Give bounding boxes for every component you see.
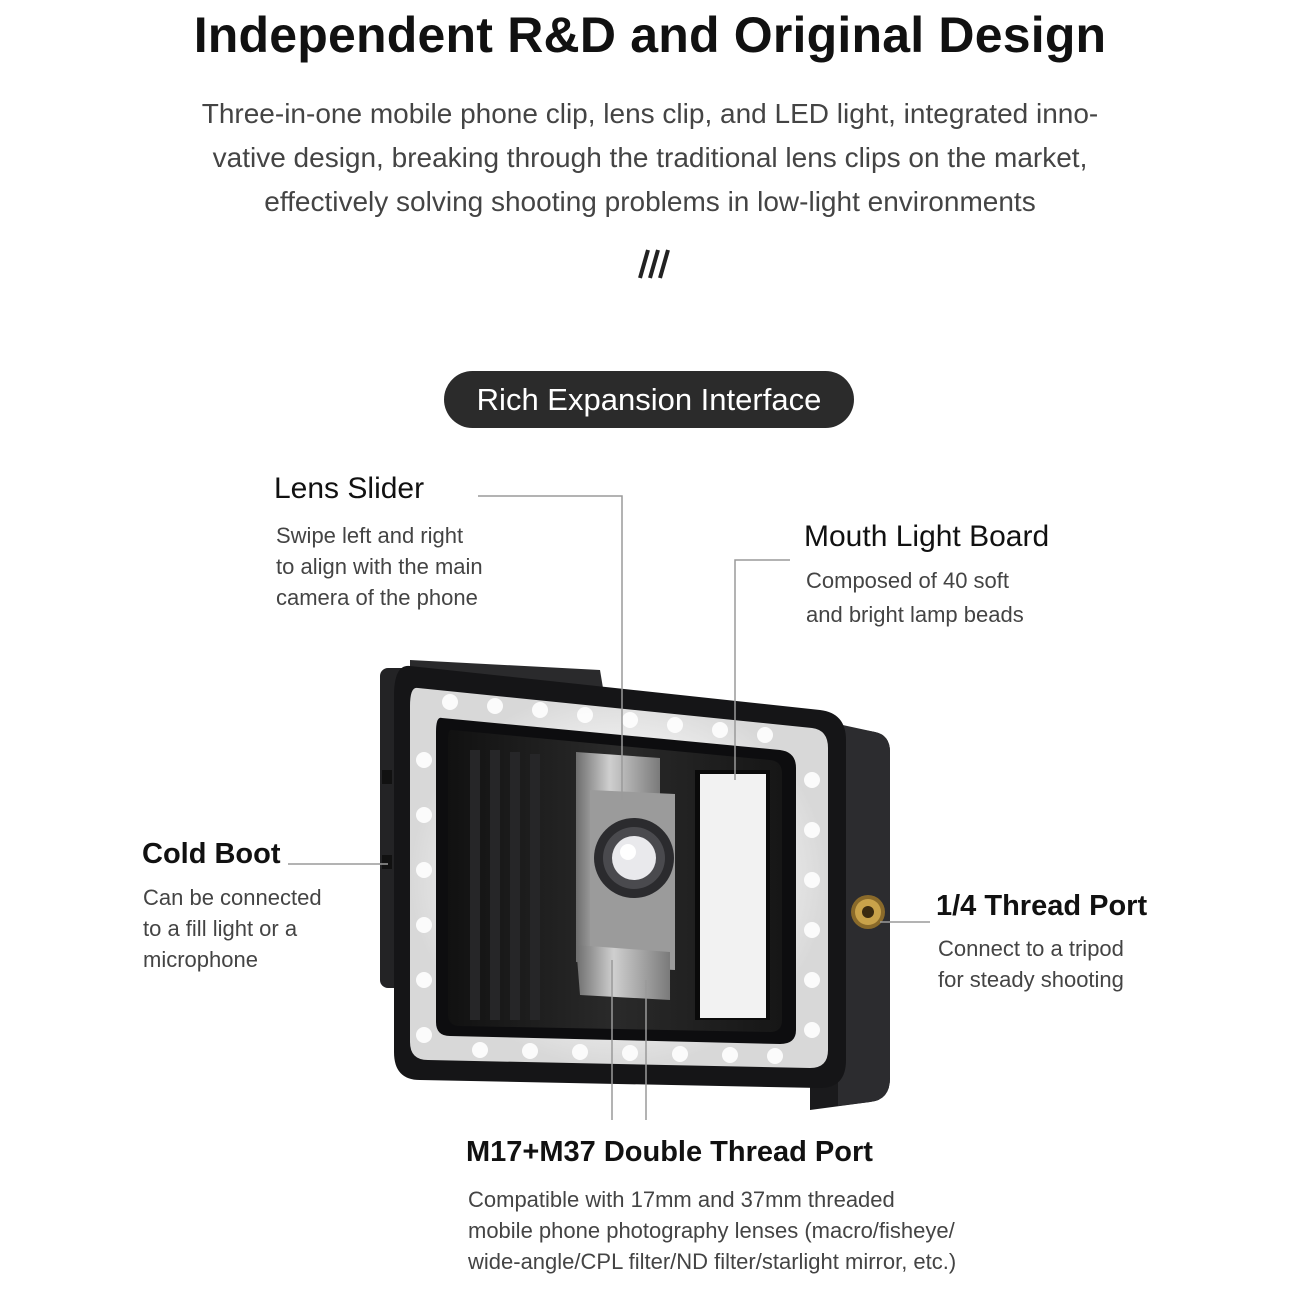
cold-boot-line-1: Can be connected [143,885,322,910]
double-thread-desc: Compatible with 17mm and 37mm threaded m… [468,1184,956,1277]
lens-slider-desc: Swipe left and right to align with the m… [276,520,483,613]
mouth-light-line-2: and bright lamp beads [806,602,1024,627]
double-thread-line-1: Compatible with 17mm and 37mm threaded [468,1187,895,1212]
cold-boot-desc: Can be connected to a fill light or a mi… [143,882,322,975]
cold-boot-title: Cold Boot [142,838,281,870]
intro-line-2: vative design, breaking through the trad… [212,142,1088,173]
lens-slider-line-2: to align with the main [276,554,483,579]
page-title: Independent R&D and Original Design [193,7,1107,63]
mouth-light-line-1: Composed of 40 soft [806,568,1010,593]
quarter-thread-line-2: for steady shooting [938,967,1124,992]
section-badge: Rich Expansion Interface [444,371,854,428]
lens-slider-line-1: Swipe left and right [276,523,464,548]
lens-slider-line-3: camera of the phone [276,585,478,610]
mouth-light-desc: Composed of 40 soft and bright lamp bead… [806,564,1024,632]
quarter-thread-title: 1/4 Thread Port [936,890,1148,922]
cold-boot-line-3: microphone [143,947,258,972]
lens-slider-title: Lens Slider [274,472,425,505]
intro-text: Three-in-one mobile phone clip, lens cli… [150,92,1150,224]
quarter-thread-desc: Connect to a tripod for steady shooting [938,933,1124,995]
phone-clip-device-icon [380,660,890,1110]
mouth-light-title: Mouth Light Board [804,520,1050,553]
divider-slashes-icon [638,249,670,279]
double-thread-line-2: mobile phone photography lenses (macro/f… [468,1218,955,1243]
intro-line-1: Three-in-one mobile phone clip, lens cli… [201,98,1099,129]
double-thread-line-3: wide-angle/CPL filter/ND filter/starligh… [468,1249,957,1274]
quarter-thread-line-1: Connect to a tripod [938,936,1124,961]
double-thread-title: M17+M37 Double Thread Port [466,1136,873,1168]
intro-line-3: effectively solving shooting problems in… [264,186,1036,217]
cold-boot-line-2: to a fill light or a [143,916,298,941]
